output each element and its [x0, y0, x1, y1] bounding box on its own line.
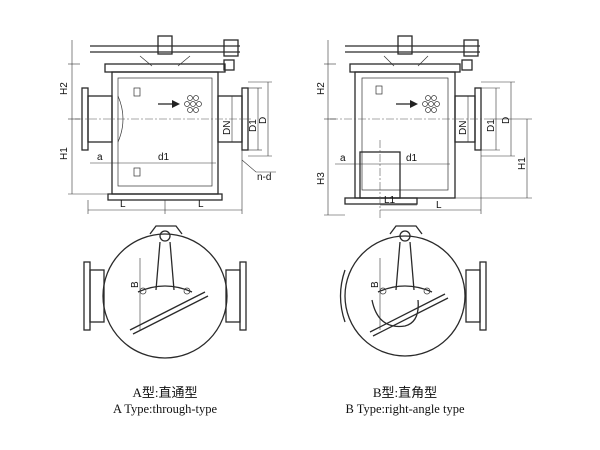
- b-label-d1: d1: [406, 153, 418, 164]
- b-label-d1-vertical: D1: [486, 119, 497, 132]
- b-plan-outlet-flange: [479, 261, 487, 331]
- b-label-a: a: [340, 153, 346, 164]
- caption-a-chinese: A型:直通型: [132, 385, 198, 400]
- a-label-l-right: L: [198, 199, 204, 210]
- a-label-nd: n-d: [257, 172, 271, 183]
- caption-b-english: B Type:right-angle type: [345, 402, 465, 416]
- b-label-h2: H2: [316, 82, 327, 95]
- b-plan-screen: [369, 293, 446, 333]
- a-label-d1-vertical: D1: [248, 119, 259, 132]
- b-label-h1: H1: [517, 157, 528, 170]
- b-plan-bottom-inlet-outline: [339, 269, 346, 323]
- a-label-dn: DN: [222, 121, 233, 135]
- a-plan-outlet-flange: [239, 261, 247, 331]
- view-b-front: H2 H3 a d1 L1 L DN D1 D H1: [316, 35, 532, 218]
- a-plan-inlet-flange: [83, 261, 91, 331]
- a-plan-screen: [129, 291, 206, 331]
- view-a-front: H2 H1 a d1 DN D1 D n-d L L: [59, 35, 276, 214]
- b-lid: [349, 63, 461, 73]
- b-label-d: D: [501, 117, 512, 124]
- b-label-l1: L1: [384, 195, 396, 206]
- caption-a-english: A Type:through-type: [112, 402, 218, 416]
- b-label-b: B: [370, 281, 381, 288]
- a-label-b: B: [130, 281, 141, 288]
- a-label-l-left: L: [120, 199, 126, 210]
- b-bottom-flange: [344, 197, 418, 205]
- b-body: [354, 71, 456, 199]
- a-label-d1: d1: [158, 152, 170, 163]
- a-plan-body-circle: [102, 233, 228, 359]
- a-label-h1: H1: [59, 147, 70, 160]
- a-body: [111, 71, 219, 195]
- b-label-h3: H3: [316, 172, 327, 185]
- view-b-plan: B: [339, 225, 487, 357]
- b-mesh-symbol: [422, 95, 440, 113]
- b-label-dn: DN: [458, 121, 469, 135]
- view-a-plan: B: [83, 225, 247, 359]
- a-lid: [104, 63, 226, 73]
- b-label-l: L: [436, 200, 442, 211]
- a-label-h2: H2: [59, 82, 70, 95]
- a-strainer-basket: [117, 77, 213, 187]
- a-handwheel-nut: [157, 35, 173, 55]
- b-plan-inlet-curve: [371, 299, 419, 328]
- a-mesh-symbol: [184, 95, 202, 113]
- caption-b-chinese: B型:直角型: [372, 385, 438, 400]
- a-label-d: D: [258, 117, 269, 124]
- b-plan-body-circle: [344, 235, 466, 357]
- a-label-a: a: [97, 152, 103, 163]
